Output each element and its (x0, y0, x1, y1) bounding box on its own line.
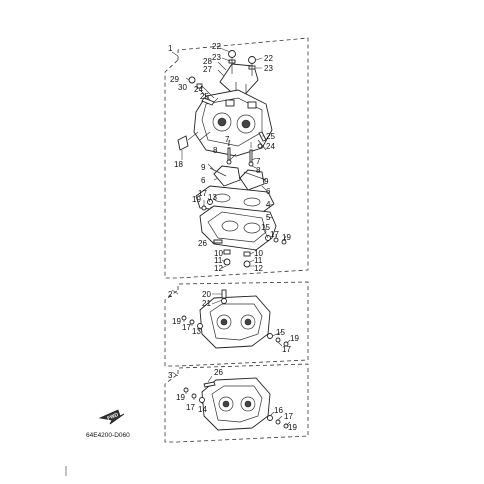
callout-23: 23 (264, 64, 273, 73)
float-6b (239, 169, 265, 191)
callout-17: 17 (270, 230, 279, 239)
group-3-carburetor-assembly (164, 363, 309, 443)
side-screw-16 (267, 415, 273, 421)
callout-18: 18 (174, 160, 183, 169)
callout-17: 17 (186, 403, 195, 412)
side-screw-14 (199, 397, 205, 403)
needle-valve-7a (227, 147, 231, 161)
callout-6: 6 (266, 187, 271, 196)
cover-screw-22b (248, 56, 256, 64)
callout-10: 10 (214, 249, 223, 258)
screw-29 (188, 76, 196, 84)
mounting-screw-26a (213, 239, 223, 244)
callout-17: 17 (282, 345, 291, 354)
callout-22: 22 (212, 42, 221, 51)
callout-14: 14 (198, 405, 207, 414)
callout-26: 26 (198, 239, 207, 248)
group-2-carburetor-assembly (164, 281, 309, 367)
callout-19: 19 (290, 334, 299, 343)
callout-12: 12 (214, 264, 223, 273)
callout-15: 15 (261, 223, 270, 232)
callout-4: 4 (266, 200, 271, 209)
callout-17: 17 (198, 189, 207, 198)
mounting-screw-26b (203, 381, 216, 388)
callout-8: 8 (213, 146, 218, 155)
fwd-label: FWD (107, 412, 120, 422)
callout-6: 6 (201, 176, 206, 185)
callout-11: 11 (214, 256, 223, 265)
callout-3: 3 (168, 371, 173, 380)
float-6a (213, 165, 241, 187)
callout-17: 17 (284, 412, 293, 421)
callout-7: 7 (225, 135, 230, 144)
callout-29: 29 (170, 75, 179, 84)
callout-2: 2 (168, 290, 173, 299)
side-screw-13b (197, 323, 203, 329)
callout-24: 24 (194, 85, 203, 94)
callout-17: 17 (182, 323, 191, 332)
washer-21 (221, 298, 227, 304)
cover-screw-22a (228, 50, 236, 58)
screw-20 (221, 289, 227, 299)
callout-10: 10 (254, 249, 263, 258)
callout-19: 19 (288, 423, 297, 432)
callout-12: 12 (254, 264, 263, 273)
callout-27: 27 (203, 65, 212, 74)
hose-fitting-18 (177, 135, 189, 151)
callout-28: 28 (203, 57, 212, 66)
group-1-carburetor-assembly (164, 37, 309, 279)
callout-9: 9 (264, 177, 269, 186)
callout-13: 13 (192, 327, 201, 336)
callout-19: 19 (192, 195, 201, 204)
group-3-outline (164, 363, 309, 443)
callout-labels: 1 22 23 28 27 22 23 29 30 24 25 25 24 18… (168, 42, 299, 432)
callout-20: 20 (202, 290, 211, 299)
callout-8: 8 (256, 166, 261, 175)
drain-screw-10b (243, 251, 251, 257)
callout-7: 7 (256, 157, 261, 166)
side-screw-15b (267, 333, 273, 339)
callout-25: 25 (200, 92, 209, 101)
callout-11: 11 (254, 256, 263, 265)
callout-24: 24 (266, 142, 275, 151)
callout-16: 16 (274, 406, 283, 415)
callout-30: 30 (178, 83, 187, 92)
callout-26: 26 (214, 368, 223, 377)
group-1-outline (164, 37, 309, 279)
callout-21: 21 (202, 299, 211, 308)
callout-15: 15 (276, 328, 285, 337)
side-screw-19c (181, 315, 187, 321)
callout-19: 19 (172, 317, 181, 326)
callout-19: 19 (176, 393, 185, 402)
drain-screw-10a (223, 249, 231, 255)
side-screw-19e (183, 387, 189, 393)
callout-1: 1 (168, 44, 173, 53)
callout-23: 23 (212, 53, 221, 62)
side-screw-17e (191, 393, 197, 399)
forward-direction-arrow: FWD (98, 409, 125, 425)
callout-5: 5 (266, 213, 271, 222)
pilot-screw-left (201, 97, 215, 106)
drawing-code: 64E4200-D060 (86, 432, 130, 439)
needle-valve-7b (249, 149, 253, 163)
callout-19: 19 (282, 233, 291, 242)
callout-22: 22 (264, 54, 273, 63)
pilot-screw-right (258, 131, 267, 142)
callout-25: 25 (266, 132, 275, 141)
callout-9: 9 (201, 163, 206, 172)
callout-13: 13 (208, 193, 217, 202)
